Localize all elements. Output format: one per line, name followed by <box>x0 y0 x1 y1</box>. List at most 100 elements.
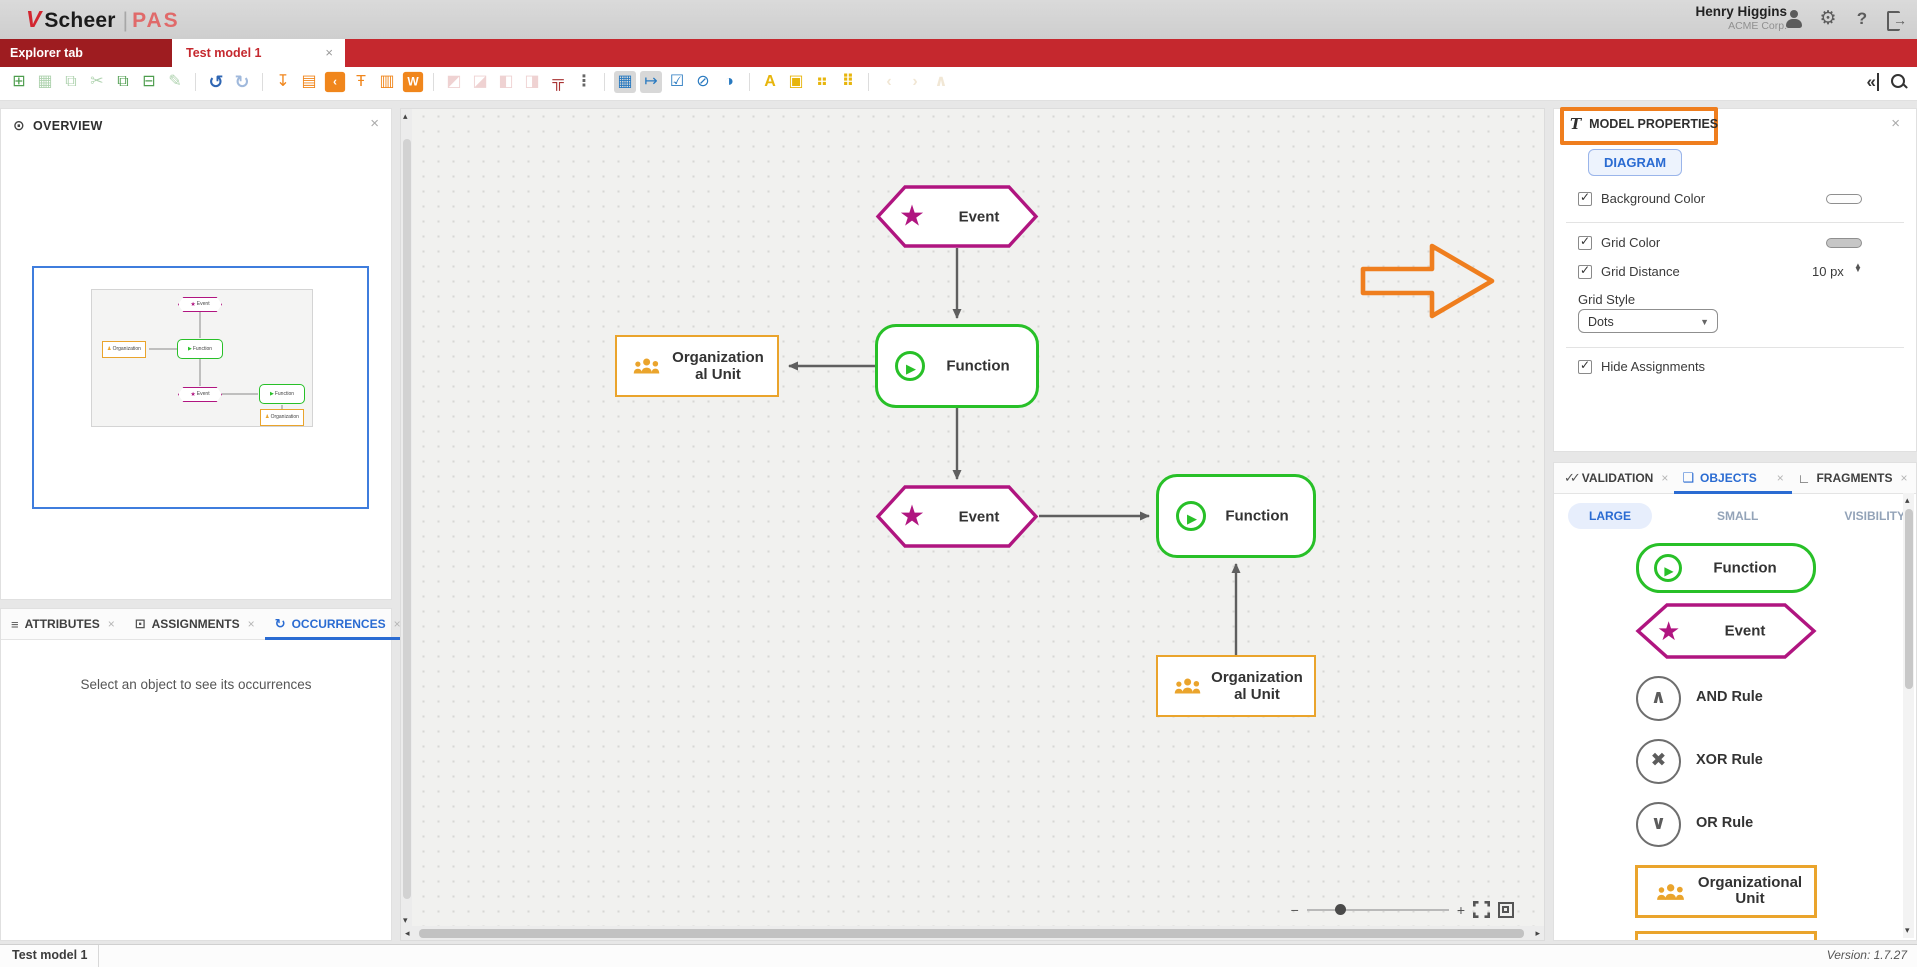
diagram-button[interactable]: DIAGRAM <box>1588 149 1683 176</box>
palette-item-xor-rule[interactable]: ✖ <box>1636 739 1681 784</box>
grid-distance-checkbox[interactable] <box>1578 263 1592 279</box>
canvas-horizontal-scrollbar[interactable]: ◂ ▸ <box>401 926 1544 940</box>
background-color-swatch[interactable] <box>1826 194 1862 204</box>
dots-large-icon[interactable]: ⠿ <box>841 73 855 90</box>
palette-item-and-rule[interactable]: ∧ <box>1636 676 1681 721</box>
palette-item-function[interactable]: ▶ Function <box>1636 543 1816 593</box>
palette-item-org-unit[interactable]: Organizational Unit <box>1635 865 1817 918</box>
palette-item-or-rule[interactable]: ∨ <box>1636 802 1681 847</box>
hide-assignments-checkbox[interactable] <box>1578 358 1592 374</box>
tab-close-icon[interactable]: × <box>325 45 333 60</box>
node-event-1[interactable]: ★ Event <box>875 185 1039 248</box>
search-icon[interactable] <box>1889 72 1909 92</box>
tab-validation[interactable]: ✓✓ VALIDATION × <box>1554 463 1674 493</box>
scroll-up-icon[interactable]: ▴ <box>1905 495 1910 505</box>
minimap[interactable]: ★Event ▶Function ♟Organization ★Event ▶F… <box>91 289 313 427</box>
more-options-icon[interactable]: ⋮ <box>576 73 592 90</box>
tab-explorer[interactable]: Explorer tab <box>0 39 172 67</box>
fit-to-screen-icon[interactable] <box>1498 901 1514 918</box>
toolbar-separator <box>749 73 750 91</box>
scrollbar-thumb[interactable] <box>419 928 1524 938</box>
export-document-icon[interactable]: ▤ <box>301 73 317 90</box>
download-icon[interactable]: ↧ <box>276 73 290 90</box>
scroll-left-icon[interactable]: ◂ <box>405 928 410 938</box>
tab-assignments[interactable]: ⊡ ASSIGNMENTS × <box>125 609 265 639</box>
user-profile-icon[interactable] <box>1783 8 1805 30</box>
scroll-up-icon[interactable]: ▴ <box>403 111 408 121</box>
palette-item-partial[interactable] <box>1635 931 1817 940</box>
background-color-checkbox[interactable] <box>1578 190 1592 206</box>
paste-icon[interactable]: ⊟ <box>142 73 156 90</box>
tab-objects[interactable]: ❑ OBJECTS × <box>1674 463 1793 494</box>
multi-select-icon[interactable]: ☑ <box>669 73 685 90</box>
scrollbar-thumb[interactable] <box>1904 509 1913 689</box>
scroll-right-icon[interactable]: ▸ <box>1535 928 1540 938</box>
tab-close-icon[interactable]: × <box>247 617 255 631</box>
tab-test-model-1[interactable]: Test model 1 × <box>172 39 345 67</box>
node-function-2[interactable]: ▶ Function <box>1156 474 1316 558</box>
model-properties-close-icon[interactable]: × <box>1891 115 1900 132</box>
collapse-sidebar-icon[interactable]: « <box>1867 73 1879 91</box>
minimap-viewport[interactable]: ★Event ▶Function ♟Organization ★Event ▶F… <box>32 266 369 509</box>
grid-color-swatch[interactable] <box>1826 238 1862 248</box>
node-event-2[interactable]: ★ Event <box>875 485 1039 548</box>
pin-icon[interactable]: Ŧ <box>356 73 366 90</box>
settings-gear-icon[interactable]: ⚙ <box>1819 8 1837 29</box>
scroll-down-icon[interactable]: ▾ <box>1905 925 1910 935</box>
grid-style-dropdown[interactable]: Dots ▼ <box>1578 309 1718 333</box>
share-icon[interactable]: ‹ <box>324 71 346 93</box>
image-icon[interactable]: ▣ <box>788 73 804 90</box>
logout-icon[interactable]: → <box>1885 8 1907 31</box>
grid-view-icon[interactable]: ▦ <box>614 71 636 93</box>
background-color-label: Background Color <box>1601 191 1706 206</box>
dots-small-icon[interactable]: ⠶ <box>815 73 829 90</box>
font-icon[interactable]: A <box>764 73 776 90</box>
hide-drawing-icon[interactable]: ⊘ <box>696 73 710 90</box>
palette-item-event[interactable]: ★ Event <box>1635 603 1817 659</box>
zoom-out-button[interactable]: − <box>1290 901 1299 918</box>
undo-icon[interactable]: ↺ <box>208 72 224 92</box>
zoom-slider-handle[interactable] <box>1334 904 1346 915</box>
print-icon[interactable]: ▥ <box>379 73 395 90</box>
palette-scrollbar[interactable]: ▴ ▾ <box>1903 493 1914 938</box>
event-star-icon: ★ <box>899 200 925 232</box>
grid-color-label: Grid Color <box>1601 235 1661 250</box>
word-export-icon[interactable]: W <box>402 71 424 93</box>
view-visibility-button[interactable]: VISIBILITY <box>1844 509 1906 523</box>
divider <box>98 945 99 967</box>
tab-occurrences[interactable]: ↻ OCCURRENCES × <box>264 609 411 640</box>
tab-close-icon[interactable]: × <box>1776 471 1784 485</box>
tab-attributes[interactable]: ≡ ATTRIBUTES × <box>1 609 125 639</box>
tab-close-icon[interactable]: × <box>107 617 115 631</box>
snap-connector-icon[interactable]: ↦ <box>640 71 662 93</box>
fullscreen-icon[interactable] <box>1473 901 1490 918</box>
scroll-down-icon[interactable]: ▾ <box>403 915 408 925</box>
scrollbar-thumb[interactable] <box>402 139 411 899</box>
tab-close-icon[interactable]: × <box>393 617 401 631</box>
grid-color-checkbox[interactable] <box>1578 234 1592 250</box>
zoom-in-button[interactable]: + <box>1456 901 1465 918</box>
tab-close-icon[interactable]: × <box>1900 471 1908 485</box>
canvas-vertical-scrollbar[interactable]: ▴ ▾ <box>401 109 412 928</box>
node-function-1[interactable]: ▶ Function <box>875 324 1039 408</box>
grid-distance-stepper[interactable]: ▲▼ <box>1854 261 1862 275</box>
zoom-slider[interactable] <box>1306 904 1449 915</box>
palette-view-switch: LARGE SMALL VISIBILITY <box>1568 503 1916 529</box>
overview-close-icon[interactable]: × <box>370 115 379 132</box>
new-model-icon[interactable]: ⊞ <box>12 73 26 90</box>
palette-item-label: Function <box>1713 559 1777 577</box>
tab-fragments[interactable]: ∟ FRAGMENTS × <box>1792 463 1914 493</box>
org-chart-icon[interactable]: ╦ <box>552 73 564 90</box>
duplicate-icon[interactable]: ⧉ <box>117 73 129 90</box>
tab-close-icon[interactable]: × <box>1661 471 1669 485</box>
view-large-button[interactable]: LARGE <box>1568 503 1652 529</box>
grid-distance-value[interactable]: 10 px <box>1812 264 1844 279</box>
toggle-mode-icon[interactable]: ◑ <box>724 73 734 90</box>
view-small-button[interactable]: SMALL <box>1717 509 1759 523</box>
help-icon[interactable]: ? <box>1856 9 1868 28</box>
details-tab-bar: ≡ ATTRIBUTES × ⊡ ASSIGNMENTS × ↻ OCCURRE… <box>1 609 411 640</box>
